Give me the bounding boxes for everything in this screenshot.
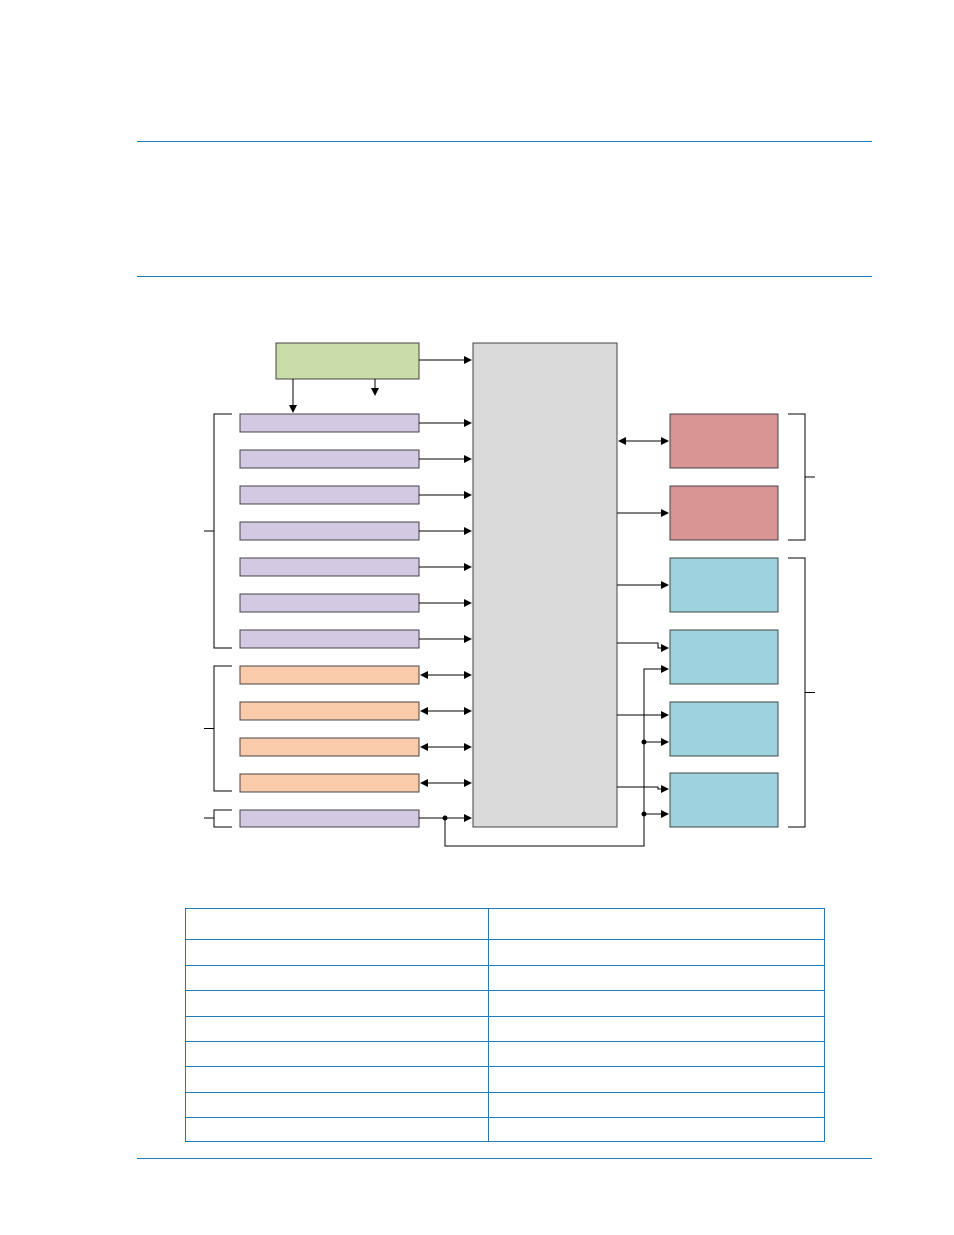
brace-feedback <box>213 809 232 828</box>
output-block-2 <box>669 629 779 685</box>
input-block-5 <box>239 557 420 577</box>
memory-block-1 <box>669 413 779 469</box>
brace-memory <box>788 413 806 541</box>
header-rule-bottom <box>137 276 872 277</box>
output-arrow-2 <box>617 642 669 652</box>
brace-bidir <box>213 665 232 792</box>
table-row-divider-4 <box>186 1016 824 1017</box>
input-block-3 <box>239 485 420 505</box>
header-rule-top <box>137 141 872 142</box>
brace-inputs <box>213 413 232 649</box>
clock-block <box>275 342 420 380</box>
table-row-divider-3 <box>186 990 824 991</box>
memory-block-2 <box>669 485 779 541</box>
input-block-7 <box>239 629 420 649</box>
bidir-block-4 <box>239 773 420 793</box>
bidir-block-3 <box>239 737 420 757</box>
bidir-block-2 <box>239 701 420 721</box>
bidir-block-1 <box>239 665 420 685</box>
output-block-1 <box>669 557 779 613</box>
table-row-divider-5 <box>186 1041 824 1042</box>
input-block-2 <box>239 449 420 469</box>
output-block-3 <box>669 701 779 757</box>
signal-table <box>185 908 825 1142</box>
table-column-divider <box>488 909 489 1141</box>
brace-outputs <box>788 557 806 828</box>
output-block-4 <box>669 772 779 828</box>
table-row-divider-7 <box>186 1092 824 1093</box>
output-arrow-4 <box>617 785 669 793</box>
block-diagram <box>204 342 815 847</box>
table-row-divider-8 <box>186 1117 824 1118</box>
input-block-1 <box>239 413 420 433</box>
table-row-divider-6 <box>186 1066 824 1067</box>
input-block-6 <box>239 593 420 613</box>
footer-rule <box>137 1158 872 1159</box>
table-row-divider-1 <box>186 939 824 940</box>
input-block-4 <box>239 521 420 541</box>
feedback-block <box>239 809 420 828</box>
processor-block <box>472 342 618 828</box>
feedback-loop-line <box>444 665 669 847</box>
table-row-divider-2 <box>186 965 824 966</box>
